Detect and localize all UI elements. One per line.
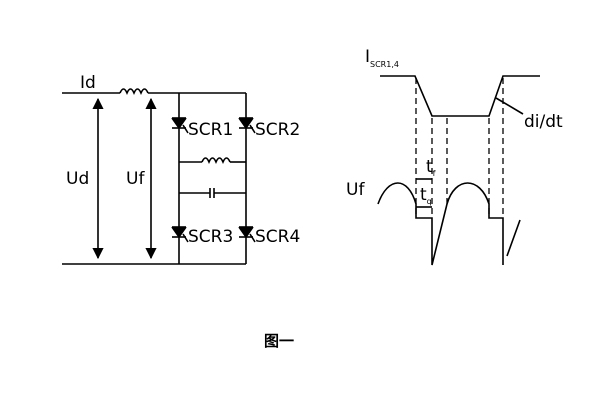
label-tf-sub: f (433, 169, 436, 178)
thyristor-scr3-icon (171, 226, 189, 243)
series-inductor (119, 88, 149, 95)
label-scr4: SCR4 (255, 227, 300, 247)
thyristor-scr2-icon (238, 117, 256, 134)
figure-caption: 图一 (264, 332, 294, 350)
label-scr3: SCR3 (188, 227, 233, 247)
label-tf: tf (426, 157, 436, 178)
label-i-scr: ISCR1,4 (365, 47, 399, 69)
di-dt-pointer (495, 97, 524, 115)
load-inductor (201, 157, 231, 164)
label-ud: Ud (66, 169, 89, 189)
thyristor-scr4-icon (238, 226, 256, 243)
voltage-waveform (377, 182, 521, 266)
label-tq: tq (420, 185, 432, 206)
label-i-scr-sub: SCR1,4 (370, 60, 399, 69)
waveform-diagram (377, 75, 540, 266)
label-i-scr-main: I (365, 47, 370, 67)
label-uf-circuit: Uf (126, 169, 145, 189)
thyristor-scr1-icon (171, 117, 189, 134)
waveform-guides (415, 78, 504, 218)
label-scr1: SCR1 (188, 120, 233, 140)
label-id: Id (80, 73, 96, 93)
label-di-dt: di/dt (524, 112, 563, 132)
label-uf-wave: Uf (346, 180, 365, 200)
current-waveform (380, 75, 540, 117)
label-tq-main: t (420, 185, 427, 205)
label-tf-main: t (426, 157, 433, 177)
label-tq-sub: q (427, 197, 432, 206)
label-scr2: SCR2 (255, 120, 300, 140)
